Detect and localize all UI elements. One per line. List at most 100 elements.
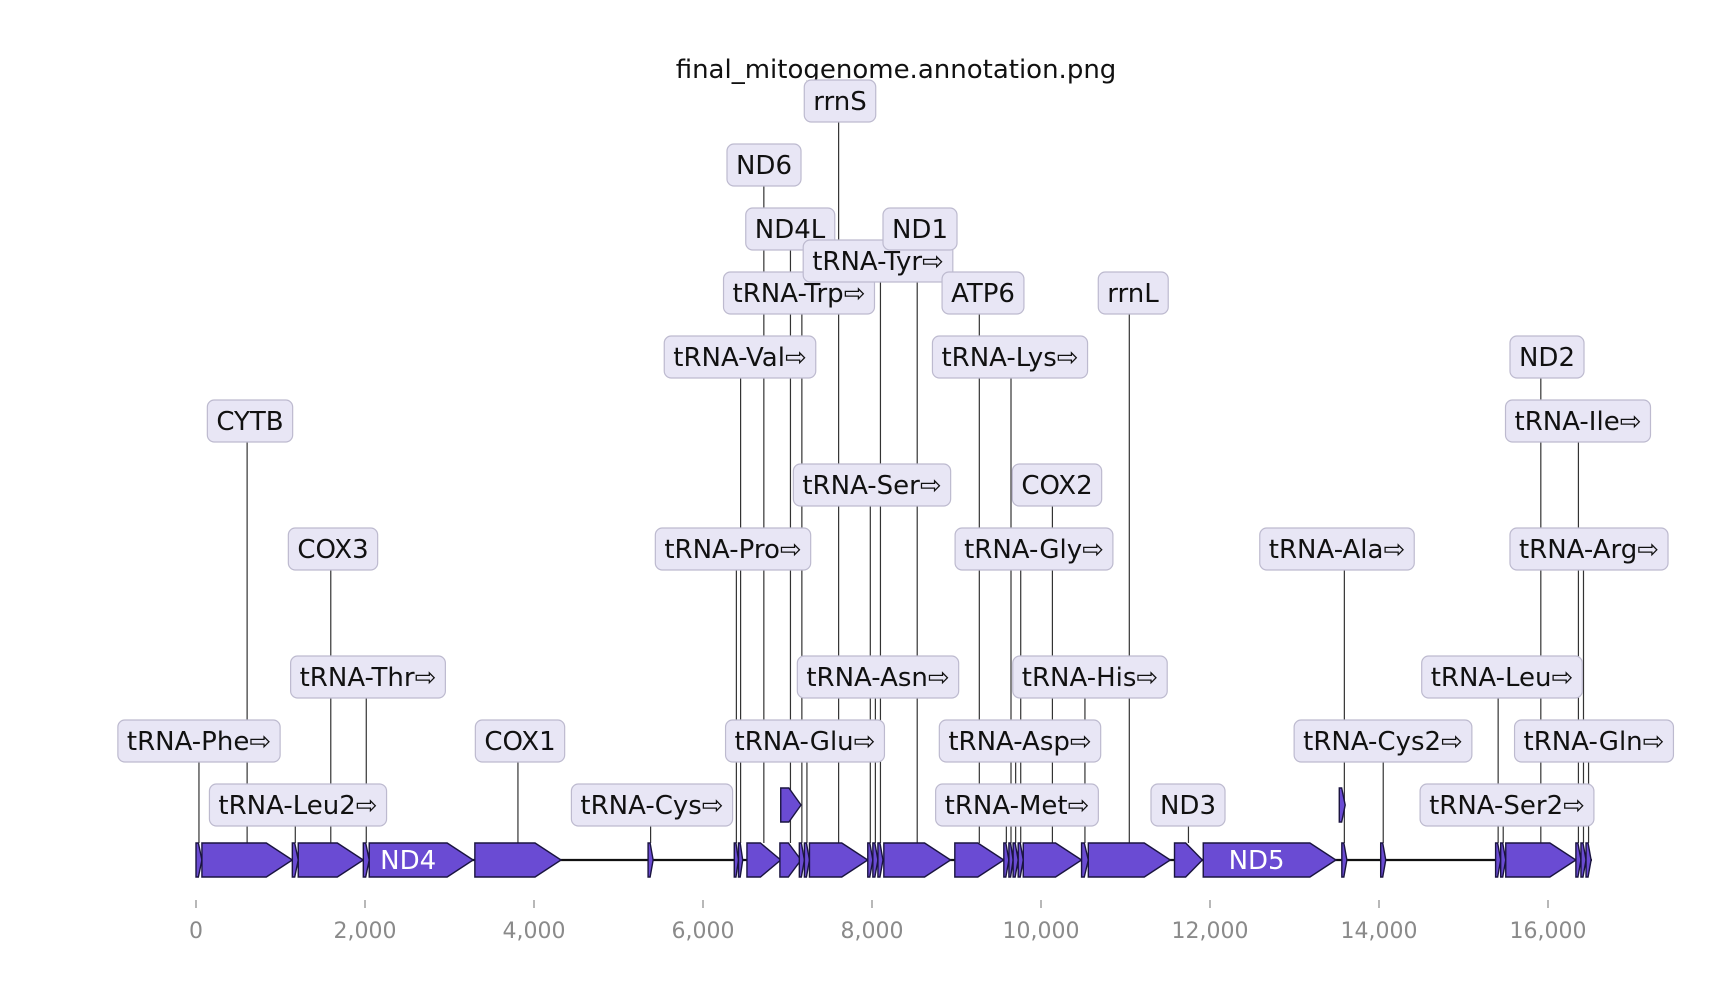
feature-label-cox2: COX2 (1011, 463, 1103, 507)
feature-label-box (724, 719, 886, 763)
feature-arrow-trna-asp (1012, 842, 1019, 878)
feature-label-text: COX1 (484, 727, 555, 757)
feature-label-box (1509, 335, 1585, 379)
feature-label-text: tRNA-Tyr⇨ (812, 247, 944, 277)
feature-label-box (1097, 271, 1169, 315)
feature-arrow-trna-met (1003, 842, 1010, 878)
feature-arrow-nd4l (779, 842, 802, 878)
feature-label-box (1012, 655, 1168, 699)
feature-label-nd1: ND1 (882, 207, 958, 251)
feature-arrow-trna-trp (798, 842, 806, 878)
feature-label-trna-glu: tRNA-Glu⇨ (724, 719, 886, 763)
feature-label-box (792, 463, 952, 507)
feature-label-trna-phe: tRNA-Phe⇨ (117, 719, 281, 763)
feature-label-box (1421, 655, 1583, 699)
feature-label-text: rrnS (813, 87, 866, 117)
feature-label-box (1419, 783, 1595, 827)
feature-arrow-nd5 (1202, 842, 1338, 878)
axis-tick-label: 0 (189, 919, 203, 944)
feature-label-box (1504, 399, 1652, 443)
feature-label-text: ND1 (892, 215, 948, 245)
feature-arrow-trna-asn (872, 842, 879, 878)
feature-arrow-trna-val (737, 842, 744, 878)
feature-label-text: tRNA-Cys⇨ (580, 791, 723, 821)
feature-label-text: ND3 (1160, 791, 1216, 821)
feature-label-box (954, 527, 1114, 571)
feature-label-box (570, 783, 734, 827)
feature-arrow-atp6 (954, 842, 1006, 878)
feature-label-nd3: ND3 (1150, 783, 1226, 827)
axis-tick-label: 10,000 (1003, 919, 1080, 944)
feature-arrow-trna-gln (1585, 842, 1592, 878)
axis-tick-label: 2,000 (334, 919, 397, 944)
feature-arrow-cox3 (297, 842, 365, 878)
feature-label-text: tRNA-Ser2⇨ (1429, 791, 1585, 821)
feature-label-text: tRNA-Lys⇨ (941, 343, 1078, 373)
feature-label-box (474, 719, 566, 763)
feature-label-rrnl: rrnL (1097, 271, 1169, 315)
feature-label-text: tRNA-Asp⇨ (948, 727, 1091, 757)
feature-label-atp6: ATP6 (941, 271, 1025, 315)
feature-arrow-trna-gly (1017, 842, 1024, 878)
feature-label-trna-val: tRNA-Val⇨ (663, 335, 817, 379)
feature-arrow-trna-lys (1008, 842, 1014, 878)
feature-arrow-trna-leu (1494, 842, 1502, 878)
feature-label-box (935, 783, 1099, 827)
feature-label-trna-cys2: tRNA-Cys2⇨ (1293, 719, 1473, 763)
feature-arrow-trna-ser2 (1499, 842, 1507, 878)
feature-label-text: tRNA-Trp⇨ (733, 279, 866, 309)
feature-label-box (882, 207, 958, 251)
feature-label-trna-ala: tRNA-Ala⇨ (1259, 527, 1415, 571)
feature-label-text: tRNA-Val⇨ (673, 343, 807, 373)
feature-label-trna-cys: tRNA-Cys⇨ (570, 783, 734, 827)
feature-label-text: tRNA-Gln⇨ (1524, 727, 1665, 757)
feature-label-text: tRNA-Arg⇨ (1519, 535, 1659, 565)
feature-label-text: tRNA-Leu⇨ (1431, 663, 1574, 693)
feature-label-trna-his: tRNA-His⇨ (1012, 655, 1168, 699)
feature-label-nd2: ND2 (1509, 335, 1585, 379)
feature-label-box (663, 335, 817, 379)
feature-label-cox3: COX3 (287, 527, 379, 571)
feature-label-text: COX2 (1021, 471, 1092, 501)
feature-label-text: tRNA-His⇨ (1022, 663, 1158, 693)
feature-arrow-nd3 (1173, 842, 1204, 878)
feature-label-text: tRNA-Asn⇨ (806, 663, 949, 693)
feature-label-trna-arg: tRNA-Arg⇨ (1509, 527, 1669, 571)
feature-label-text: tRNA-Cys2⇨ (1303, 727, 1463, 757)
feature-label-box (1011, 463, 1103, 507)
feature-label-text: ATP6 (951, 279, 1015, 309)
feature-arrow-cox1 (474, 842, 563, 878)
feature-arrow-trna-pro (733, 842, 740, 878)
feature-label-text: tRNA-Phe⇨ (127, 727, 271, 757)
feature-label-trna-pro: tRNA-Pro⇨ (654, 527, 812, 571)
feature-arrow-trna-arg (1580, 842, 1587, 878)
feature-arrow-trna-ala-floating (1338, 787, 1346, 823)
axis-tick-label: 6,000 (672, 919, 735, 944)
feature-label-box (1509, 527, 1669, 571)
feature-arrow-nd6 (746, 842, 782, 878)
axis-tick-label: 16,000 (1510, 919, 1587, 944)
feature-label-box (938, 719, 1102, 763)
axis-tick-label: 12,000 (1172, 919, 1249, 944)
feature-label-box (796, 655, 960, 699)
feature-label-trna-asn: tRNA-Asn⇨ (796, 655, 960, 699)
feature-label-trna-ser: tRNA-Ser⇨ (792, 463, 952, 507)
feature-arrow-trna-ser (867, 842, 874, 878)
feature-label-box (287, 527, 379, 571)
feature-label-text: tRNA-Met⇨ (945, 791, 1090, 821)
feature-label-trna-asp: tRNA-Asp⇨ (938, 719, 1102, 763)
feature-arrow-cytb (201, 842, 294, 878)
axis-tick-label: 8,000 (841, 919, 904, 944)
feature-inner-label-nd5: ND5 (1229, 846, 1285, 876)
feature-label-text: CYTB (216, 407, 283, 437)
feature-arrow-trna-thr (362, 842, 370, 878)
feature-label-box (931, 335, 1089, 379)
feature-labels: tRNA-Phe⇨CYTBtRNA-Leu2⇨COX3tRNA-Thr⇨COX1… (117, 79, 1675, 827)
feature-arrow-trna-phe (195, 842, 203, 878)
feature-label-box (1293, 719, 1473, 763)
feature-label-text: tRNA-Leu2⇨ (218, 791, 377, 821)
feature-arrow-trna-tyr (877, 842, 884, 878)
feature-label-text: tRNA-Ile⇨ (1515, 407, 1642, 437)
